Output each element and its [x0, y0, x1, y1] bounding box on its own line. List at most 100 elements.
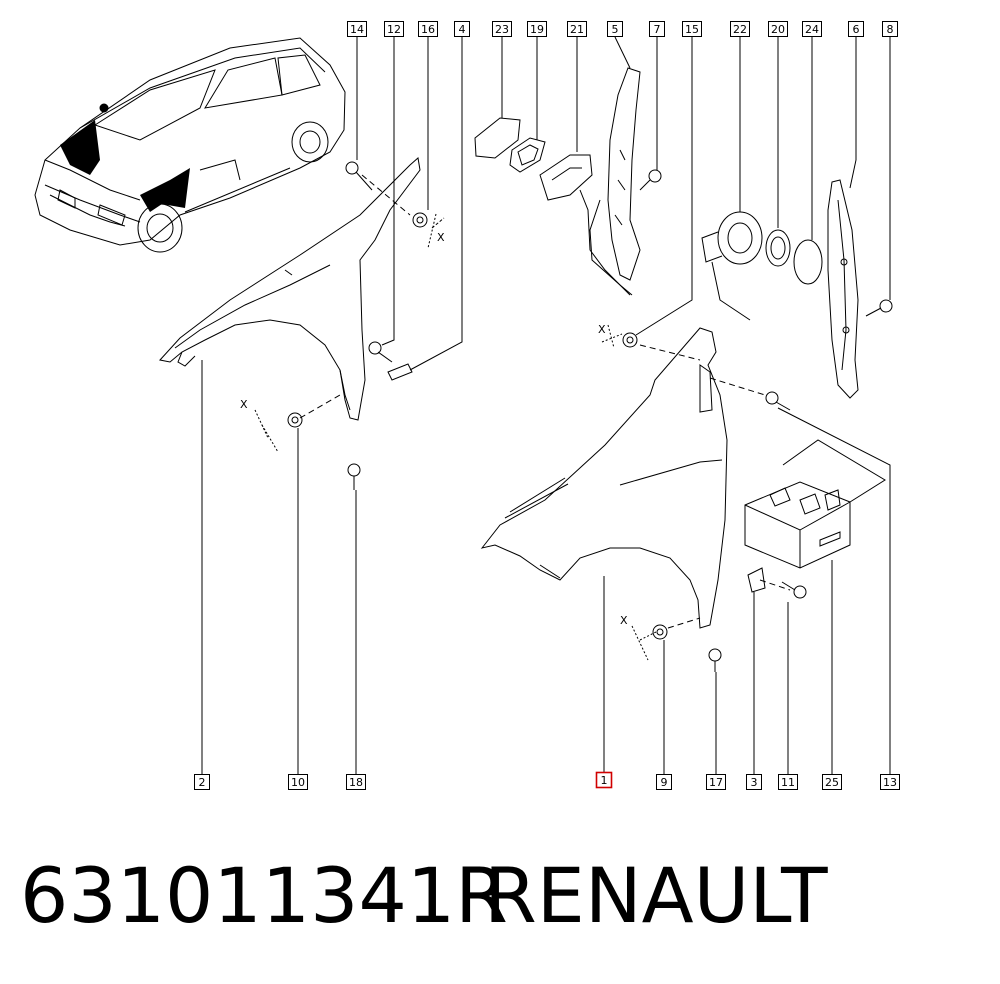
callout-label: 17	[709, 776, 723, 789]
car-side-fender-highlight	[140, 168, 190, 212]
callout-label: 18	[349, 776, 363, 789]
callout-label: 8	[887, 23, 894, 36]
callout-box-frame	[822, 774, 842, 790]
car-front-fender-highlight	[60, 120, 100, 175]
callout-box-frame	[288, 774, 308, 790]
callout-box-frame	[682, 21, 702, 37]
callout-box-frame	[802, 21, 822, 37]
callout-7: 7	[649, 21, 665, 37]
axis-marker-15: X	[598, 323, 623, 349]
callout-label: 7	[654, 23, 661, 36]
callout-box-frame	[656, 774, 672, 790]
fuel-cap-parts-22-20-24	[701, 211, 823, 321]
plates-part-23-19	[474, 117, 546, 173]
axis-label: X	[598, 323, 606, 336]
callout-label: 2	[199, 776, 206, 789]
axis-marker-10: X	[240, 398, 279, 453]
callout-label: 24	[805, 23, 819, 36]
callout-box-frame	[595, 771, 613, 789]
assembly-lines	[299, 174, 791, 629]
bracket-part-5	[589, 67, 641, 296]
parts-box-part-25	[744, 439, 886, 569]
callout-label: 25	[825, 776, 839, 789]
callout-box-frame	[384, 21, 404, 37]
callout-3: 3	[746, 774, 762, 790]
callout-9: 9	[656, 774, 672, 790]
main-fender-part-1	[480, 327, 728, 629]
callout-box-frame	[768, 21, 788, 37]
callout-box-frame	[848, 21, 864, 37]
brand-name: RENAULT	[484, 851, 828, 940]
callout-label: 21	[570, 23, 584, 36]
callout-box-frame	[882, 21, 898, 37]
axis-label: X	[437, 231, 445, 244]
leader-lines	[201, 36, 891, 775]
callout-label: 4	[459, 23, 466, 36]
callout-10: 10	[288, 774, 308, 790]
callout-13: 13	[880, 774, 900, 790]
callout-label: 15	[685, 23, 699, 36]
callout-17: 17	[706, 774, 726, 790]
callout-label: 22	[733, 23, 747, 36]
callout-16: 16	[418, 21, 438, 37]
callout-8: 8	[882, 21, 898, 37]
part-number: 631011341R	[20, 851, 508, 940]
axis-label: X	[620, 614, 628, 627]
callout-label: 5	[612, 23, 619, 36]
callout-box-frame	[706, 774, 726, 790]
callout-23: 23	[492, 21, 512, 37]
fasteners	[287, 161, 893, 672]
callout-11: 11	[778, 774, 798, 790]
callout-box-frame	[778, 774, 798, 790]
callout-24: 24	[802, 21, 822, 37]
callout-label: 23	[495, 23, 509, 36]
left-fender-part-2	[159, 157, 421, 421]
callout-label: 1	[601, 774, 608, 787]
callout-21: 21	[567, 21, 587, 37]
axis-marker-16: X	[427, 213, 445, 249]
callout-4: 4	[454, 21, 470, 37]
callout-box-frame	[418, 21, 438, 37]
callout-box-frame	[567, 21, 587, 37]
callout-label: 9	[661, 776, 668, 789]
axis-marker-9: X	[620, 614, 657, 661]
callout-5: 5	[607, 21, 623, 37]
callout-box-frame	[880, 774, 900, 790]
axis-label: X	[240, 398, 248, 411]
callout-box-frame	[194, 774, 210, 790]
callout-6: 6	[848, 21, 864, 37]
callout-box-frame	[347, 21, 367, 37]
callout-2: 2	[194, 774, 210, 790]
car-overview-illustration	[34, 37, 346, 253]
seal-part-6	[827, 179, 859, 399]
callout-1: 1	[595, 771, 613, 789]
callout-20: 20	[768, 21, 788, 37]
callout-14: 14	[347, 21, 367, 37]
callout-label: 19	[530, 23, 544, 36]
callout-label: 6	[853, 23, 860, 36]
callout-label: 16	[421, 23, 435, 36]
callout-label: 10	[291, 776, 305, 789]
callout-label: 20	[771, 23, 785, 36]
callout-22: 22	[730, 21, 750, 37]
callout-label: 3	[751, 776, 758, 789]
callout-box-frame	[454, 21, 470, 37]
fuel-flap-housing-part-21	[539, 154, 631, 296]
callout-box-frame	[746, 774, 762, 790]
callout-box-frame	[527, 21, 547, 37]
callout-15: 15	[682, 21, 702, 37]
callout-box-frame	[607, 21, 623, 37]
callout-19: 19	[527, 21, 547, 37]
callout-label: 11	[781, 776, 795, 789]
callout-18: 18	[346, 774, 366, 790]
callout-12: 12	[384, 21, 404, 37]
callout-label: 14	[350, 23, 364, 36]
callout-box-frame	[649, 21, 665, 37]
callout-label: 13	[883, 776, 897, 789]
callout-box-frame	[346, 774, 366, 790]
callout-25: 25	[822, 774, 842, 790]
callout-box-frame	[730, 21, 750, 37]
callout-label: 12	[387, 23, 401, 36]
callout-box-frame	[492, 21, 512, 37]
